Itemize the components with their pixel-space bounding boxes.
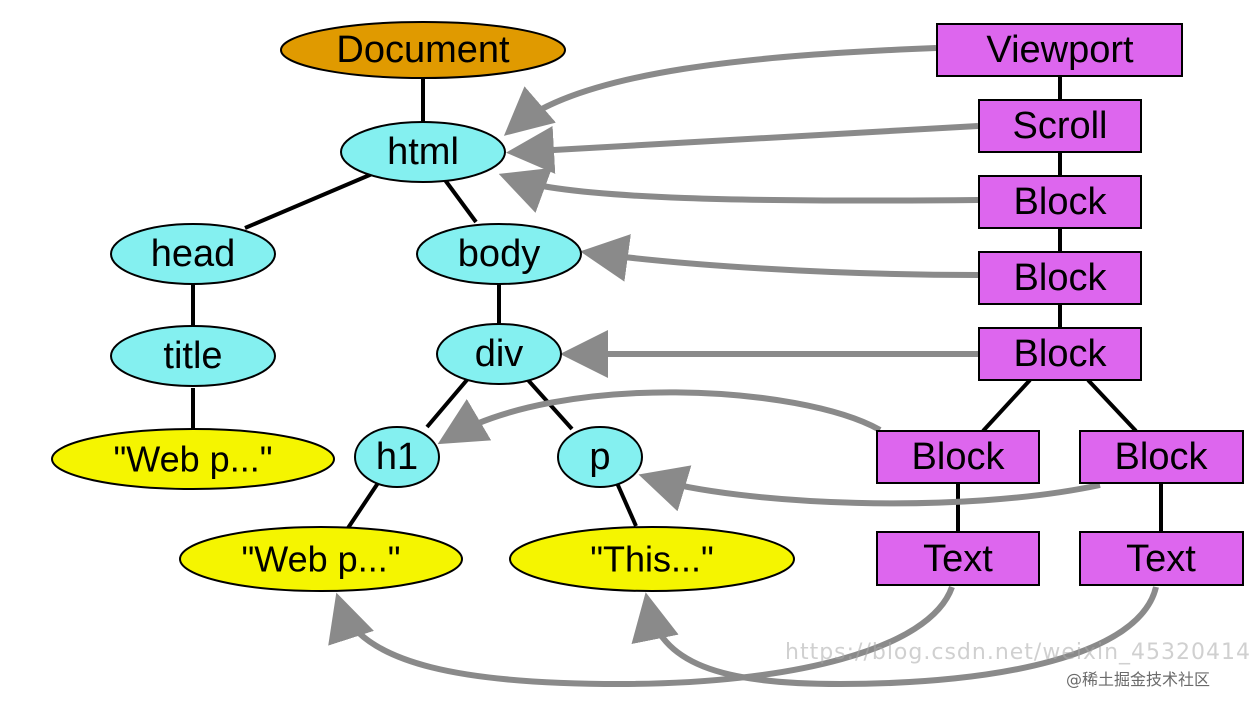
layout-box-block-left: Block	[876, 430, 1040, 484]
layout-tree-edges	[956, 76, 1163, 532]
layout-box-block-right: Block	[1079, 430, 1244, 484]
layout-box-block-1: Block	[978, 175, 1142, 229]
mapping-arrows	[328, 45, 1159, 688]
layout-box-block-left-label: Block	[912, 436, 1006, 478]
dom-tree-edges	[191, 78, 638, 530]
edge-h1-text	[346, 481, 380, 530]
layout-tree: Viewport Scroll Block Block Block Block	[876, 23, 1244, 586]
dom-node-document-label: Document	[336, 29, 510, 71]
arrow-blockright-p	[638, 465, 1101, 512]
dom-node-p-label: p	[589, 436, 610, 478]
edge-p-text	[615, 482, 638, 527]
dom-node-title: title	[110, 325, 276, 387]
dom-node-document: Document	[280, 21, 566, 79]
layout-box-block-3-label: Block	[1014, 333, 1108, 375]
arrow-block1-html	[498, 167, 979, 213]
dom-node-body-label: body	[458, 233, 540, 275]
arrow-blockleft-h1	[437, 389, 882, 445]
dom-node-head-label: head	[151, 233, 236, 275]
arrow-textleft-h1text	[328, 585, 955, 688]
dom-node-h1: h1	[354, 426, 440, 488]
layout-box-block-3: Block	[978, 327, 1142, 381]
dom-node-body: body	[416, 223, 582, 285]
layout-box-text-right: Text	[1079, 531, 1244, 586]
watermark-site: @稀土掘金技术社区	[1066, 670, 1211, 689]
layout-box-text-left-label: Text	[923, 538, 993, 580]
layout-box-scroll-label: Scroll	[1012, 105, 1107, 147]
layout-box-block-1-label: Block	[1014, 181, 1108, 223]
dom-node-p-text-label: "This..."	[590, 539, 714, 580]
edge-block3-blockright	[1086, 378, 1138, 433]
layout-box-scroll: Scroll	[978, 99, 1142, 153]
layout-box-viewport-label: Viewport	[986, 29, 1134, 71]
dom-node-p-text: "This..."	[509, 526, 795, 592]
layout-box-block-2: Block	[978, 251, 1142, 305]
arrow-scroll-html	[506, 123, 979, 174]
arrow-viewport-html	[503, 45, 937, 136]
dom-node-div: div	[436, 323, 562, 385]
layout-box-block-right-label: Block	[1115, 436, 1209, 478]
layout-box-block-2-label: Block	[1014, 257, 1108, 299]
dom-node-p: p	[557, 426, 643, 488]
dom-node-title-text-label: "Web p..."	[114, 439, 273, 480]
dom-node-title-text: "Web p..."	[51, 428, 335, 490]
edge-div-h1	[425, 372, 474, 429]
watermark-url: https://blog.csdn.net/weixin_45320414	[785, 640, 1251, 665]
dom-node-h1-text: "Web p..."	[179, 526, 463, 592]
layout-box-viewport: Viewport	[936, 23, 1183, 77]
edge-html-head	[244, 172, 373, 230]
layout-box-text-right-label: Text	[1126, 538, 1196, 580]
dom-node-head: head	[110, 223, 276, 285]
dom-node-div-label: div	[475, 333, 524, 375]
dom-node-html: html	[340, 121, 506, 183]
dom-node-html-label: html	[387, 131, 459, 173]
dom-node-h1-label: h1	[376, 436, 418, 478]
edge-html-body	[443, 178, 478, 224]
arrow-block2-body	[580, 234, 979, 282]
dom-node-title-label: title	[163, 335, 222, 377]
dom-node-h1-text-label: "Web p..."	[242, 539, 401, 580]
dom-tree: Document html head body title "Web p..."	[51, 21, 795, 592]
edge-block3-blockleft	[981, 378, 1032, 433]
layout-box-text-left: Text	[876, 531, 1040, 586]
arrow-textright-ptext	[631, 586, 1159, 688]
